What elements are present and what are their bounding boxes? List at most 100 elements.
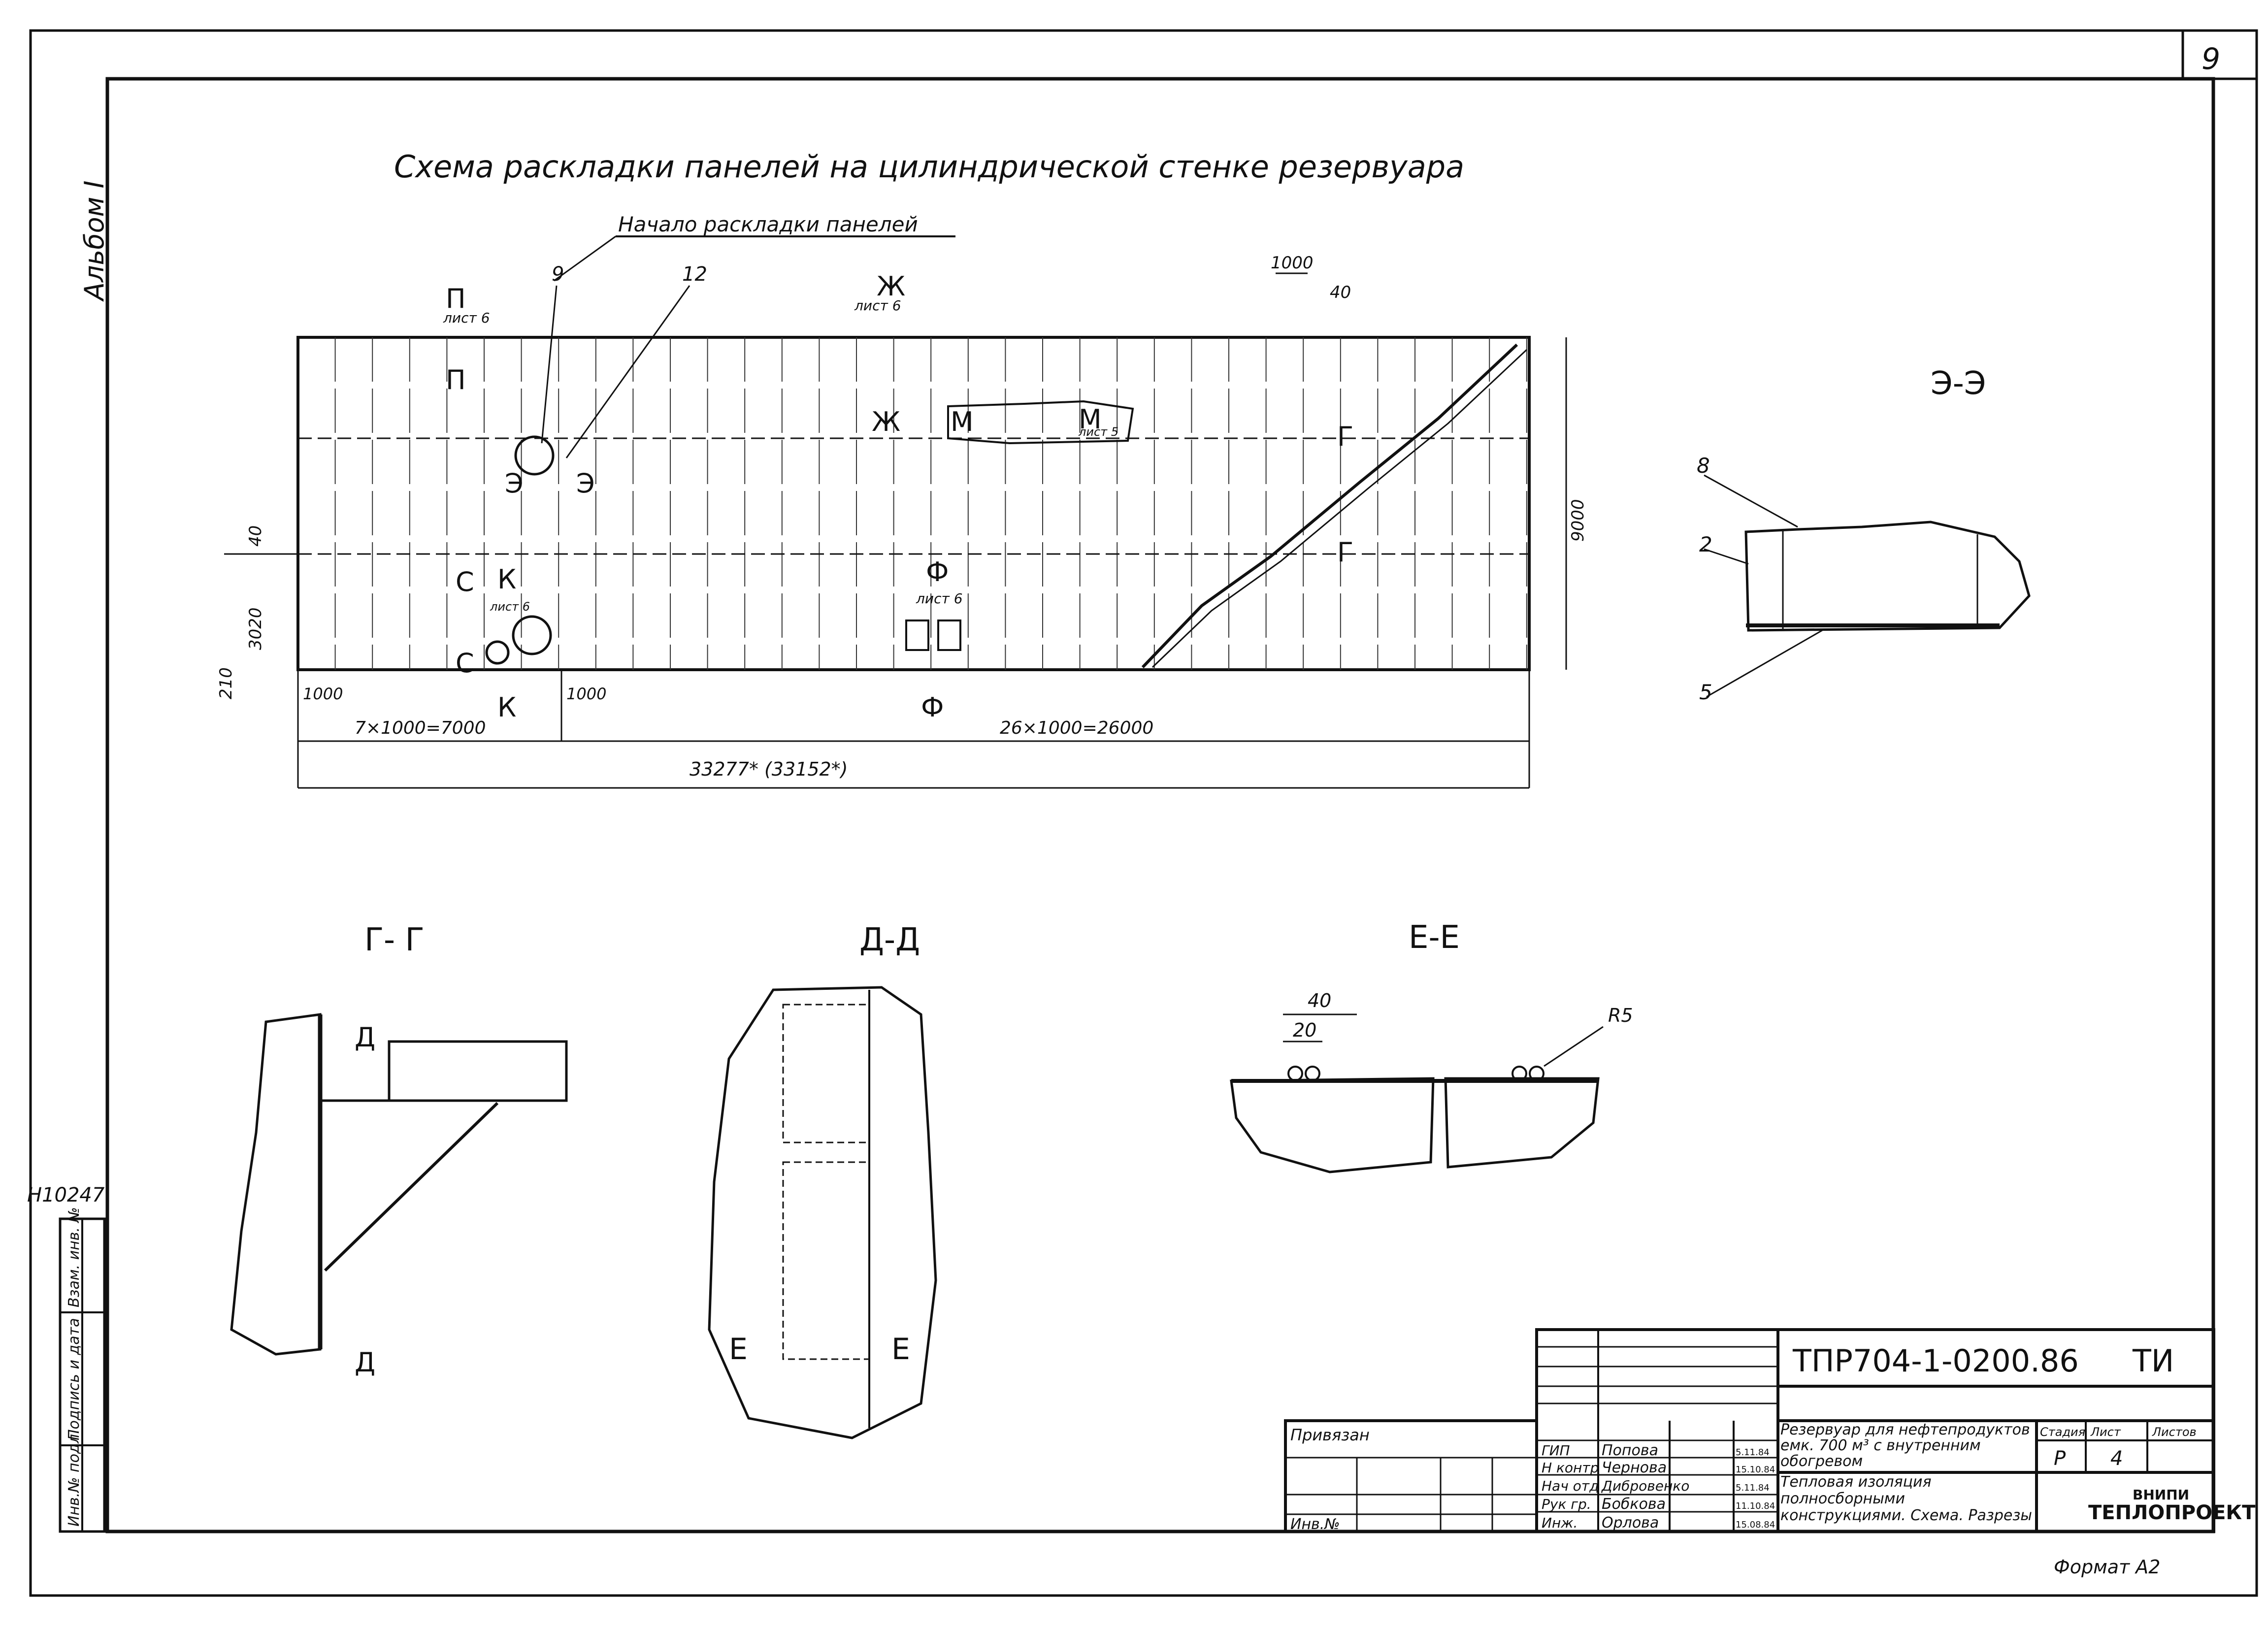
dim-bottom-26x: 26×1000=26000 xyxy=(1000,718,1153,738)
callout-12: 12 xyxy=(682,263,707,286)
name-4: Бобкова xyxy=(1602,1496,1666,1513)
opening-cutout xyxy=(947,400,1134,445)
name-5: Орлова xyxy=(1602,1514,1659,1531)
dim-ee-20: 20 xyxy=(1293,1019,1316,1041)
mark-m-left: М xyxy=(951,406,974,437)
doc-type: ТИ xyxy=(2132,1343,2174,1379)
page-number: 9 xyxy=(2202,42,2220,76)
date-2: 15.10.84 xyxy=(1736,1465,1775,1475)
stair-line xyxy=(1141,343,1518,669)
sheet-title: Тепловая изоляция полносборными конструк… xyxy=(1780,1474,2032,1524)
title-block: ТПР704-1-0200.86 ТИ Привязан Инв.№ ГИП Н… xyxy=(1284,1328,2256,1533)
role-4: Рук гр. xyxy=(1542,1496,1591,1512)
sheet-label: Лист xyxy=(2090,1425,2121,1439)
dim-top-1000: 1000 xyxy=(1271,253,1314,273)
page-number-box xyxy=(2181,29,2258,80)
dim-total: 33277* (33152*) xyxy=(690,758,848,780)
section-marks: П лист 6 П Ж лист 6 Ж М М лист 5 Г Г Э Э… xyxy=(443,263,1353,723)
section-dd-title: Д-Д xyxy=(859,922,920,958)
mark-s-bottom: С xyxy=(456,648,474,679)
dim-left-210: 210 xyxy=(216,667,236,699)
name-2: Чернова xyxy=(1602,1459,1667,1476)
date-1: 5.11.84 xyxy=(1736,1447,1770,1458)
mark-zh-top: Ж xyxy=(877,271,905,302)
stamp-sign-label: Подпись и дата xyxy=(66,1318,83,1441)
mark-zh-sheet: лист 6 xyxy=(854,297,901,314)
mark-d-top: Д xyxy=(355,1022,375,1053)
format-label: Формат А2 xyxy=(2054,1556,2160,1578)
section-gg-drawing: Д Д xyxy=(230,1013,568,1378)
main-title: Схема раскладки панелей на цилиндрическо… xyxy=(394,149,1464,185)
section-gg-title: Г- Г xyxy=(364,922,425,958)
role-5: Инж. xyxy=(1542,1515,1578,1531)
dim-left-3020: 3020 xyxy=(246,607,265,650)
mark-p-top: П xyxy=(446,283,466,314)
inventory-number: Н10247 xyxy=(27,1184,105,1206)
section-ee-right-drawing: 8 2 5 xyxy=(1697,454,2031,704)
mark-zh-bottom: Ж xyxy=(872,406,900,437)
manhole-left xyxy=(512,615,552,655)
mark-e-left: Э xyxy=(505,468,524,499)
date-5: 15.08.84 xyxy=(1736,1520,1775,1530)
album-label: Альбом I xyxy=(79,181,110,302)
stamp-replace-label: Взам. инв. № xyxy=(66,1207,83,1307)
mark-k-sheet: лист 6 xyxy=(490,600,530,614)
object-title: Резервуар для нефтепродуктов емк. 700 м³… xyxy=(1780,1422,2030,1470)
start-mark xyxy=(514,435,555,476)
stair-line-inner xyxy=(1151,349,1528,668)
radius-r5: R5 xyxy=(1608,1005,1633,1026)
mark-e-left-dd: Е xyxy=(729,1332,748,1367)
callout-9: 9 xyxy=(552,263,564,286)
date-3: 5.11.84 xyxy=(1736,1483,1770,1493)
panel-lines xyxy=(334,337,1527,670)
mark-m-sheet: лист 5 xyxy=(1078,425,1118,439)
date-4: 11.10.84 xyxy=(1736,1501,1775,1511)
mark-g-top: Г xyxy=(1337,421,1353,452)
dim-left-40: 40 xyxy=(246,525,265,547)
org-line2: ТЕПЛОПРОЕКТ xyxy=(2088,1501,2256,1524)
stage-value: Р xyxy=(2054,1447,2066,1470)
dim-ee-40: 40 xyxy=(1308,990,1331,1011)
sheet-value: 4 xyxy=(2110,1447,2123,1470)
org-line1: ВНИПИ xyxy=(2133,1487,2189,1503)
doc-code: ТПР704-1-0200.86 xyxy=(1792,1343,2079,1379)
mark-e-right: Э xyxy=(576,468,595,499)
role-3: Нач отд xyxy=(1542,1478,1599,1494)
inv-label: Инв.№ xyxy=(1290,1516,1340,1533)
binding-label: Привязан xyxy=(1290,1426,1370,1444)
mark-p-sheet: лист 6 xyxy=(443,310,490,326)
dim-bottom-7x: 7×1000=7000 xyxy=(355,718,486,738)
mark-k-top: К xyxy=(497,564,516,595)
role-1: ГИП xyxy=(1542,1442,1570,1459)
stamp-inv-label: Инв.№ подл. xyxy=(66,1430,83,1527)
mark-g-bottom: Г xyxy=(1337,537,1353,568)
left-stamp: Инв.№ подл. Подпись и дата Взам. инв. № xyxy=(59,1207,106,1533)
callout-8: 8 xyxy=(1697,454,1710,478)
name-3: Дибровенко xyxy=(1601,1478,1689,1494)
section-ee-right-title: Э-Э xyxy=(1931,365,1986,402)
start-note: Начало раскладки панелей xyxy=(618,212,918,236)
callout-2: 2 xyxy=(1699,532,1712,556)
outer-border xyxy=(29,29,2258,1597)
section-ee-drawing: 40 20 R5 xyxy=(1230,990,1633,1173)
sheets-label: Листов xyxy=(2152,1425,2197,1439)
callout-5: 5 xyxy=(1699,680,1712,704)
mark-e-right-dd: Е xyxy=(891,1332,910,1367)
main-dimensions: 1000 40 9000 40 3020 210 1000 1000 7×100… xyxy=(216,253,1588,789)
mark-m-right: М xyxy=(1079,404,1102,435)
name-1: Попова xyxy=(1602,1442,1658,1459)
mark-f-bottom: Ф xyxy=(921,692,944,723)
mark-k-bottom: К xyxy=(497,692,516,723)
wall-development xyxy=(224,336,1531,671)
dim-top-40: 40 xyxy=(1330,283,1351,302)
section-ee-title: Е-Е xyxy=(1409,919,1460,956)
mark-p-bottom: П xyxy=(446,364,466,395)
mark-f-sheet: лист 6 xyxy=(916,590,963,607)
drawing-frame xyxy=(105,77,2215,1533)
dim-height: 9000 xyxy=(1568,499,1588,542)
role-2: Н контр xyxy=(1542,1460,1599,1476)
dim-bottom-1000-left: 1000 xyxy=(303,684,343,703)
dim-bottom-1000-mid: 1000 xyxy=(566,684,606,703)
mark-f-top: Ф xyxy=(926,556,949,587)
